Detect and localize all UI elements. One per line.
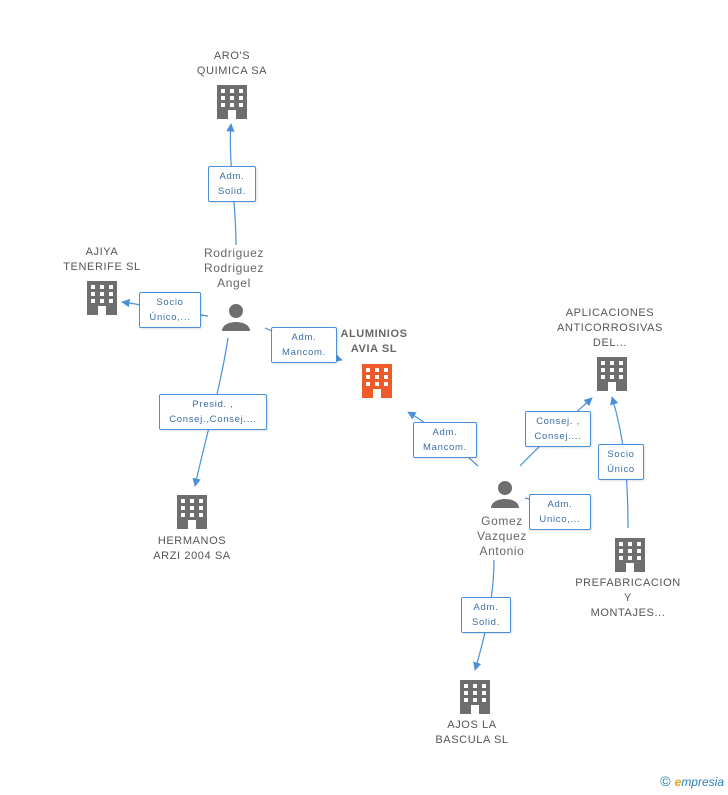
node-ajiya[interactable]: AJIYA TENERIFE SL — [52, 245, 152, 275]
edge-label-rod-alum[interactable]: Adm. Mancom. — [271, 327, 337, 363]
person-icon-gomez — [491, 481, 519, 508]
brand-logo[interactable]: ©empresia — [660, 773, 724, 789]
person-icon-rodriguez — [222, 304, 250, 331]
edge-label-gom-pre[interactable]: Adm. Unico,... — [529, 494, 591, 530]
node-aplicaciones[interactable]: APLICACIONES ANTICORROSIVAS DEL... — [552, 306, 668, 351]
node-label-prefabricacion: PREFABRICACION Y MONTAJES... — [575, 577, 681, 619]
building-icon-prefabricacion — [615, 538, 645, 572]
edge-label-gom-apl[interactable]: Consej. , Consej.... — [525, 411, 591, 447]
brand-name: mpresia — [681, 775, 724, 789]
node-label-hermanos: HERMANOS ARZI 2004 SA — [153, 535, 231, 562]
copyright-symbol: © — [660, 773, 671, 789]
node-aluminios[interactable]: ALUMINIOS AVIA SL — [322, 327, 426, 357]
node-gomez[interactable]: Gomez Vazquez Antonio — [452, 514, 552, 559]
building-icon-hermanos — [177, 495, 207, 529]
edge-label-pre-apl[interactable]: Socio Único — [598, 444, 644, 480]
node-rodriguez[interactable]: Rodriguez Rodriguez Angel — [184, 246, 284, 291]
node-prefabricacion[interactable]: PREFABRICACION Y MONTAJES... — [570, 576, 686, 621]
building-icon-ajiya — [87, 281, 117, 315]
edge-label-rod-aros[interactable]: Adm. Solid. — [208, 166, 256, 202]
node-label-rodriguez: Rodriguez Rodriguez Angel — [203, 246, 265, 290]
node-hermanos[interactable]: HERMANOS ARZI 2004 SA — [140, 534, 244, 564]
node-label-ajos: AJOS LA BASCULA SL — [435, 719, 509, 746]
node-label-aplicaciones: APLICACIONES ANTICORROSIVAS DEL... — [557, 307, 663, 349]
node-aros[interactable]: ARO'S QUIMICA SA — [182, 49, 282, 79]
building-icon-aplicaciones — [597, 357, 627, 391]
edge-label-rod-herm[interactable]: Presid. , Consej.,Consej.... — [159, 394, 267, 430]
edge-label-gom-alum[interactable]: Adm. Mancom. — [413, 422, 477, 458]
node-label-aros: ARO'S QUIMICA SA — [196, 50, 268, 77]
edge-label-rod-ajiya[interactable]: Socio Único,... — [139, 292, 201, 328]
node-label-gomez: Gomez Vazquez Antonio — [476, 514, 527, 558]
building-icon-ajos — [460, 680, 490, 714]
node-label-ajiya: AJIYA TENERIFE SL — [63, 246, 141, 273]
edge-label-gom-ajos[interactable]: Adm. Solid. — [461, 597, 511, 633]
node-ajos[interactable]: AJOS LA BASCULA SL — [422, 718, 522, 748]
building-icon-aros — [217, 85, 247, 119]
brand-initial: e — [674, 775, 682, 789]
node-label-aluminios: ALUMINIOS AVIA SL — [340, 328, 408, 355]
building-icon-aluminios — [362, 364, 392, 398]
